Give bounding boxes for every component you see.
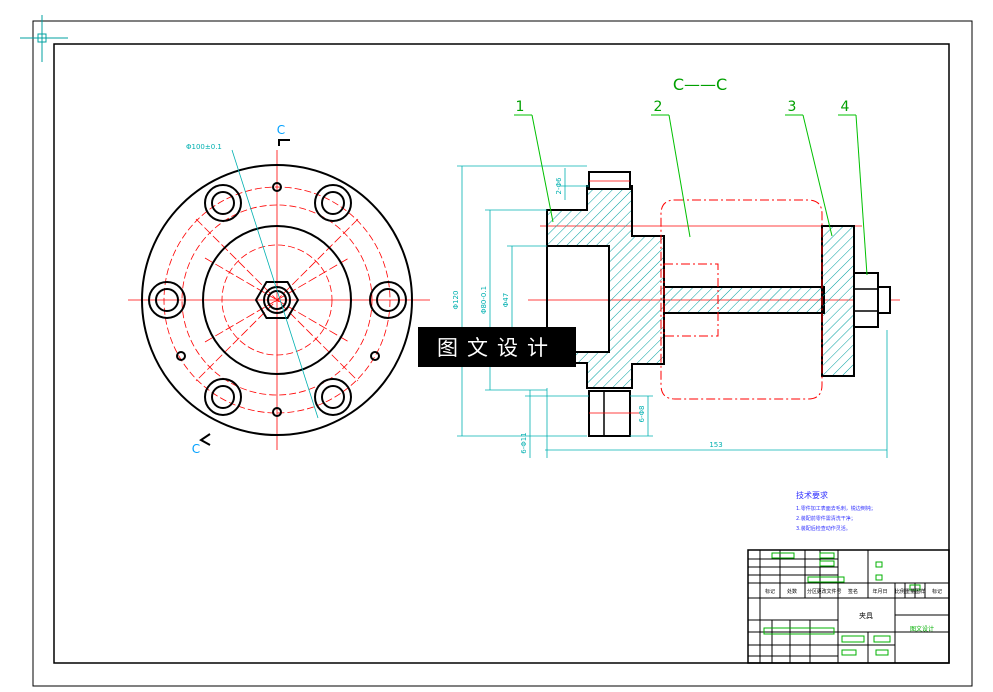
part-number-1: 1 xyxy=(516,99,525,115)
tb-col-header: 更改文件号 xyxy=(816,588,841,595)
section-marker-top: C xyxy=(277,123,285,137)
tb-col-header: 分区 xyxy=(807,588,817,595)
outer-border xyxy=(32,20,973,687)
section-title: C——C xyxy=(673,75,727,94)
tb-col-header: 标记 xyxy=(765,588,775,595)
tb-company: 图文设计 xyxy=(910,625,934,633)
title-block-marks xyxy=(763,552,921,656)
part2-rod xyxy=(663,286,825,314)
part-number-4: 4 xyxy=(841,99,850,115)
watermark-banner: 图文设计 xyxy=(418,327,576,367)
notes-line-2: 2.装配前零件需清洗干净； xyxy=(796,515,856,522)
left-end-view xyxy=(128,149,430,450)
section-view xyxy=(457,114,900,458)
ucs-marker xyxy=(20,15,68,62)
section-marker-bottom: C xyxy=(192,442,200,456)
dim-d80: Φ80-0.1 xyxy=(480,286,488,314)
tb-right-header: 标记 xyxy=(932,588,942,595)
dim-top-hole: 2-Φ6 xyxy=(555,177,563,194)
part4-nut xyxy=(853,272,891,328)
dim-d47: Φ47 xyxy=(502,293,510,307)
part-number-2: 2 xyxy=(654,99,663,115)
dim-length: 153 xyxy=(709,441,722,449)
notes-line-1: 1.零件加工表面去毛刺，锐边倒钝； xyxy=(796,505,876,512)
part3-plate xyxy=(821,225,855,377)
flange-diameter-label: Φ100±0.1 xyxy=(186,143,222,151)
notes-title: 技术要求 xyxy=(796,490,828,500)
tb-right-header: 重量 xyxy=(905,588,915,595)
tb-col-header: 年月日 xyxy=(872,588,887,595)
tb-part-name: 夹具 xyxy=(859,611,873,620)
tb-right-header: 图样 xyxy=(915,588,925,595)
title-block xyxy=(747,549,950,664)
part-number-3: 3 xyxy=(788,99,797,115)
tb-col-header: 签名 xyxy=(848,588,858,595)
section-arrows xyxy=(199,139,290,446)
drawing-text: C——C C C 1 2 3 4 Φ100±0.1 Φ120 Φ80-0.1 Φ… xyxy=(186,75,942,633)
dim-bottom-hole: 6-Φ11 xyxy=(520,432,528,453)
dim-d120: Φ120 xyxy=(452,291,460,310)
dim-right-hole: 6-Φ8 xyxy=(638,406,646,423)
notes-line-3: 3.装配后检查动作灵活。 xyxy=(796,525,851,532)
tb-right-header: 比例 xyxy=(895,588,905,595)
tb-col-header: 处数 xyxy=(787,588,797,595)
inner-border xyxy=(53,43,950,664)
